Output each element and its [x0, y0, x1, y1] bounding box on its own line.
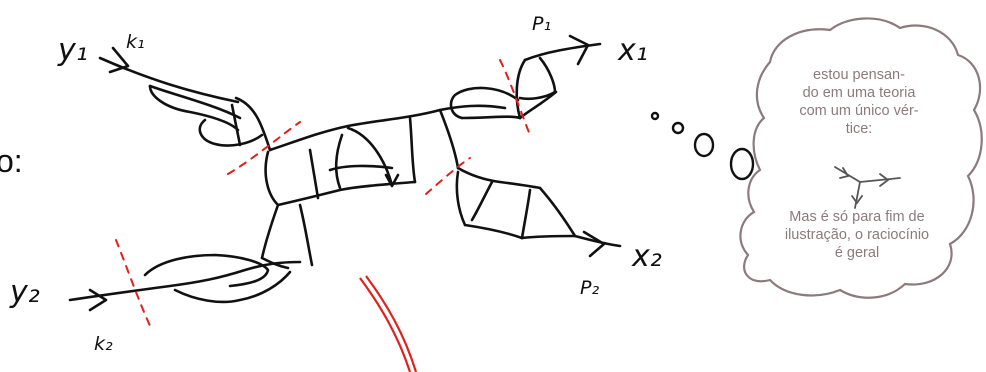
label-k2: k₂ — [94, 333, 113, 355]
bubble-text-top: estou pensan- do em uma teoria com um ún… — [774, 66, 944, 138]
label-y1: y₁ — [57, 33, 88, 68]
bubble-text-bottom: Mas é só para fim de ilustração, o racio… — [752, 208, 962, 262]
double-red-line — [360, 276, 416, 372]
label-x1: x₁ — [617, 33, 648, 68]
label-x2: x₂ — [631, 239, 662, 274]
upper-left-leg — [100, 48, 270, 150]
label-p2: P₂ — [580, 277, 599, 299]
vertex-sketch-icon — [835, 167, 900, 208]
label-k1: k₁ — [126, 31, 145, 53]
lower-left-leg — [70, 255, 300, 310]
label-p1: P₁ — [532, 13, 551, 35]
label-y2: y₂ — [9, 275, 40, 310]
lower-right-leg — [457, 168, 620, 256]
central-blob — [262, 106, 505, 265]
thought-bubble-trail — [652, 113, 753, 179]
left-fragment-text: o: — [0, 143, 23, 179]
